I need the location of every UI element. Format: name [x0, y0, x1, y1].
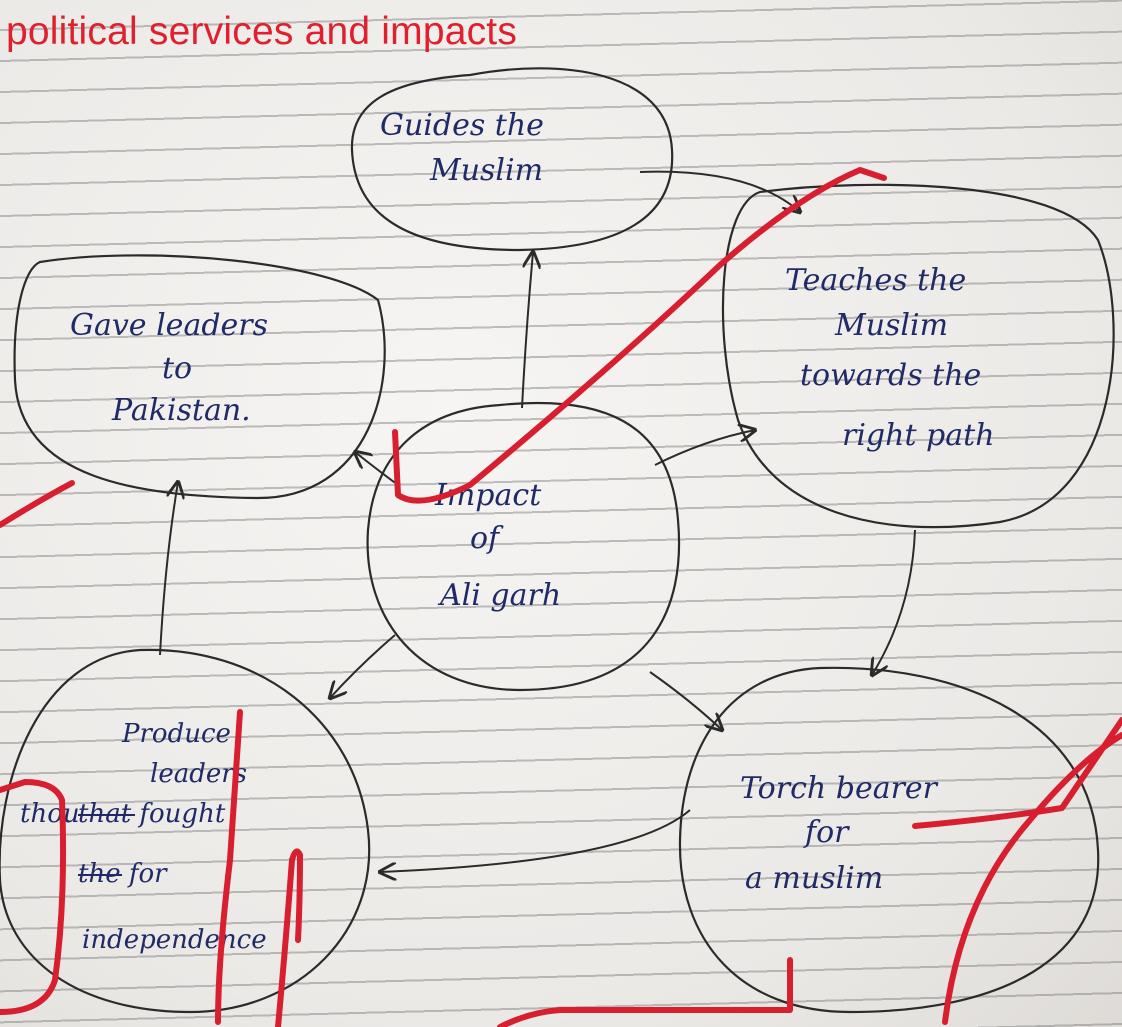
- node-outline-right: [721, 183, 1115, 529]
- node-right: Teaches the Muslim towards the right pat…: [785, 263, 995, 453]
- annotation-mid-hook: [215, 709, 243, 1025]
- node-bottom-left-line-1: Produce: [121, 719, 231, 749]
- node-outline-left: [13, 254, 386, 500]
- arrow-bottom-left-to-left: [159, 482, 178, 656]
- node-right-line-3: towards the: [800, 358, 981, 393]
- node-left: Gave leaders to Pakistan.: [70, 308, 268, 428]
- arrow-right-to-bottom-right: [872, 529, 916, 675]
- annotation-mid-stroke: [275, 848, 303, 1027]
- node-outline-bottom-left: [0, 648, 371, 1014]
- node-bottom-left-insert: thou: [20, 799, 80, 829]
- arrow-center-to-left: [355, 452, 399, 486]
- node-center: Impact of Ali garh: [434, 478, 561, 613]
- arrow-center-to-right: [654, 430, 755, 466]
- node-outline-center: [366, 401, 681, 692]
- node-bottom-left-line-2: leaders: [150, 759, 247, 789]
- arrow-center-to-top: [521, 252, 533, 409]
- node-center-line-3: Ali garh: [437, 578, 561, 613]
- node-left-line-2: to: [162, 351, 192, 386]
- node-right-line-1: Teaches the: [785, 263, 966, 298]
- node-top: Guides the Muslim: [380, 108, 544, 188]
- annotation-right-mark: [912, 717, 1122, 1025]
- node-bottom-right-line-1: Torch bearer: [740, 771, 939, 806]
- node-top-line-1: Guides the: [380, 108, 544, 143]
- arrow-center-to-bottom-left: [330, 634, 396, 698]
- arrow-top-to-right: [639, 170, 800, 212]
- diagram-heading: political services and impacts: [6, 10, 518, 53]
- node-bottom-left-line-5: independence: [82, 925, 267, 955]
- node-outline-bottom-right: [678, 666, 1100, 1014]
- node-bottom-right-line-3: a muslim: [745, 861, 883, 896]
- node-top-line-2: Muslim: [429, 153, 543, 188]
- red-annotation-marks: [0, 167, 1122, 1027]
- node-left-line-1: Gave leaders: [70, 308, 268, 343]
- node-bottom-right: Torch bearer for a muslim: [740, 771, 939, 896]
- node-center-line-2: of: [470, 521, 504, 556]
- node-bottom-right-line-2: for: [803, 815, 850, 850]
- node-right-line-4: right path: [842, 418, 995, 453]
- node-left-line-3: Pakistan.: [111, 393, 251, 428]
- connector-arrows: [159, 170, 916, 872]
- node-outline-top: [350, 67, 674, 252]
- annotation-bottom-bracket: [497, 957, 793, 1027]
- annotation-long-slash: [392, 167, 887, 504]
- node-bottom-left: Produce leaders thou that fought the for…: [20, 719, 267, 955]
- arrow-bottom-right-to-bottom-left: [380, 809, 691, 872]
- arrow-center-to-bottom-right: [649, 671, 722, 730]
- annotation-left-tick: [0, 480, 75, 528]
- annotation-left-bracket: [0, 779, 67, 1015]
- node-right-line-2: Muslim: [834, 308, 948, 343]
